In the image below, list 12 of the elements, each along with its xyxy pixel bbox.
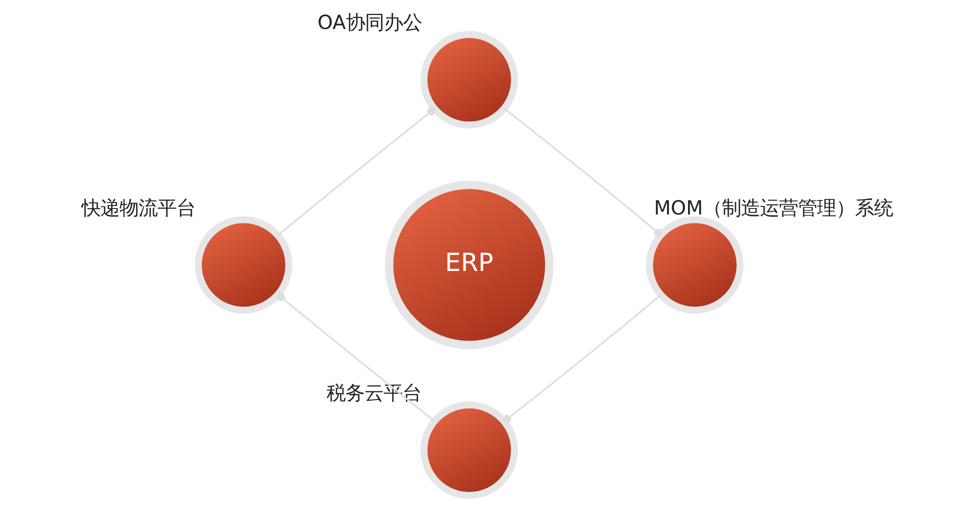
node-circle bbox=[194, 216, 292, 314]
connector bbox=[502, 294, 662, 424]
connector bbox=[276, 292, 434, 422]
node-label: MOM（制造运营管理）系统 bbox=[654, 196, 893, 220]
node-circle bbox=[420, 30, 518, 128]
node-circle bbox=[646, 216, 744, 314]
node-label: OA协同办公 bbox=[317, 11, 422, 34]
node-circle: ERP bbox=[384, 180, 554, 350]
connector bbox=[504, 108, 662, 237]
connector bbox=[278, 107, 436, 236]
node-label: 快递物流平台 bbox=[81, 196, 196, 220]
node-circle bbox=[420, 401, 518, 499]
